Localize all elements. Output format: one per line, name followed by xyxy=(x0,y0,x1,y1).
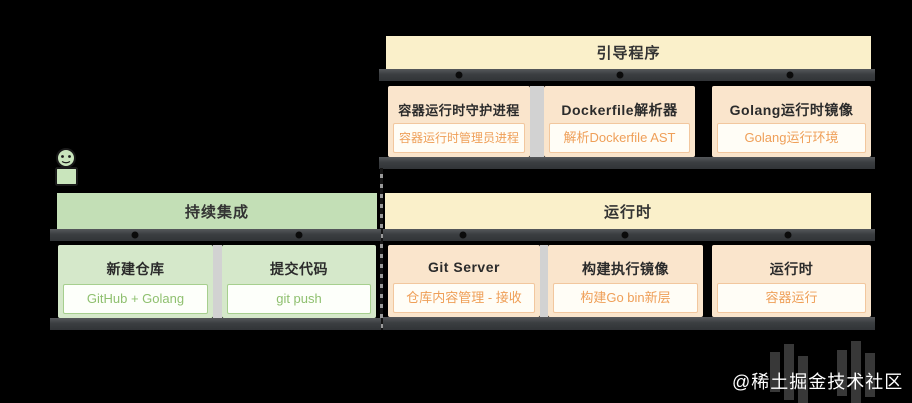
runtime-header: 运行时 xyxy=(385,193,871,229)
ci-header: 持续集成 xyxy=(57,193,377,229)
connector-dot xyxy=(616,71,624,79)
card-detail: GitHub + Golang xyxy=(63,284,208,314)
card-git-server: Git Server 仓库内容管理 - 接收 xyxy=(388,245,540,317)
card-container-runtime-daemon: 容器运行时守护进程 容器运行时管理员进程 xyxy=(388,86,530,157)
card-detail: 容器运行时管理员进程 xyxy=(393,123,525,153)
watermark-bar-icon xyxy=(770,352,780,392)
card-detail: 仓库内容管理 - 接收 xyxy=(393,283,535,313)
runtime-top-connector-band xyxy=(383,229,875,241)
connector-dot xyxy=(131,231,139,239)
connector-dot xyxy=(621,231,629,239)
connector-dot xyxy=(786,71,794,79)
card-divider xyxy=(540,245,548,317)
connector-dot xyxy=(455,71,463,79)
watermark-bar-icon xyxy=(865,353,875,397)
bootstrap-top-connector-band xyxy=(379,69,875,81)
card-dockerfile-parser: Dockerfile解析器 解析Dockerfile AST xyxy=(544,86,695,157)
card-detail: 解析Dockerfile AST xyxy=(549,123,690,153)
person-icon xyxy=(50,147,84,191)
bootstrap-header: 引导程序 xyxy=(386,36,871,69)
ci-bottom-connector-band xyxy=(50,318,381,330)
card-title: 运行时 xyxy=(769,261,814,277)
card-title: Git Server xyxy=(428,259,500,275)
watermark-bar-icon xyxy=(837,350,847,396)
card-runtime: 运行时 容器运行 xyxy=(712,245,871,317)
watermark-bar-icon xyxy=(784,344,794,400)
ci-top-connector-band xyxy=(50,229,381,241)
card-title: Dockerfile解析器 xyxy=(561,102,678,118)
card-title: 容器运行时守护进程 xyxy=(398,103,520,118)
watermark-text: @稀土掘金技术社区 xyxy=(732,372,904,392)
runtime-bottom-connector-band xyxy=(383,317,875,330)
card-divider xyxy=(530,86,544,157)
lane-separator-dashed-line xyxy=(380,168,383,330)
connector-dot xyxy=(459,231,467,239)
card-golang-runtime-image: Golang运行时镜像 Golang运行环境 xyxy=(712,86,871,157)
card-title: 新建仓库 xyxy=(106,261,165,277)
card-divider xyxy=(213,245,222,318)
card-detail: 容器运行 xyxy=(717,283,866,313)
connector-dot xyxy=(295,231,303,239)
watermark-bar-icon xyxy=(851,341,861,403)
connector-dot xyxy=(784,231,792,239)
card-title: 构建执行镜像 xyxy=(582,261,669,277)
card-new-repo: 新建仓库 GitHub + Golang xyxy=(58,245,213,318)
card-title: Golang运行时镜像 xyxy=(729,102,854,118)
watermark-bar-icon xyxy=(798,356,808,403)
card-title: 提交代码 xyxy=(270,261,328,277)
card-detail: Golang运行环境 xyxy=(717,123,866,153)
bootstrap-bottom-connector-band xyxy=(379,157,875,169)
card-commit-code: 提交代码 git push xyxy=(222,245,376,318)
card-build-exec-image: 构建执行镜像 构建Go bin新层 xyxy=(548,245,703,317)
card-detail: 构建Go bin新层 xyxy=(553,283,698,313)
card-detail: git push xyxy=(227,284,371,314)
